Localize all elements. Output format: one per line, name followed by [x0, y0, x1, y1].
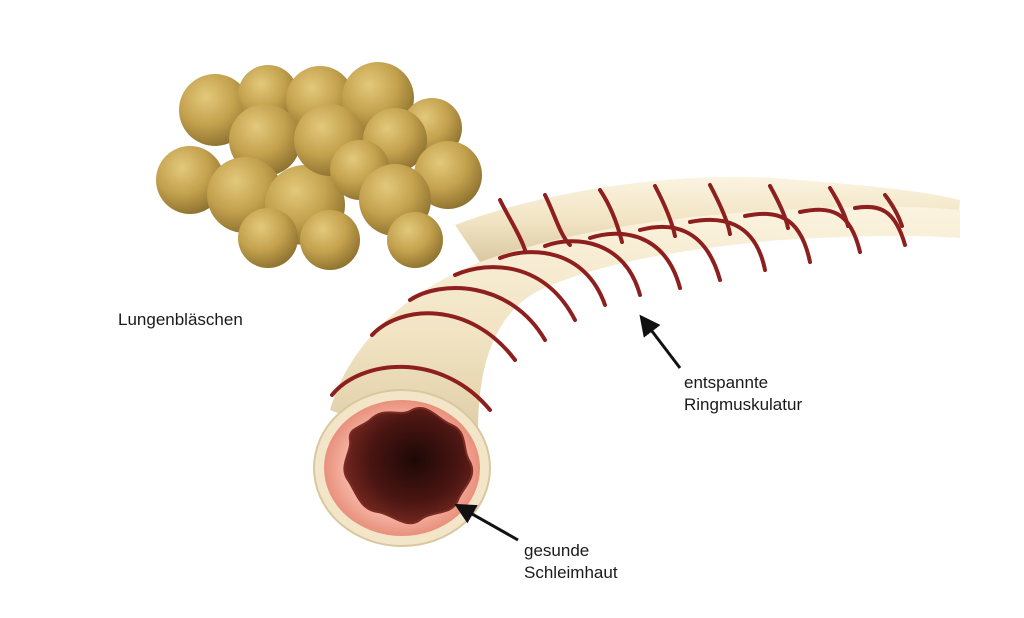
ring-muscle-bands [330, 183, 907, 412]
muscle-arrow [639, 314, 682, 369]
ring-muscle-label-line1: entspannte [684, 373, 769, 392]
ring-muscle-label-line2: Ringmuskulatur [684, 395, 803, 414]
alveoli-label-text: Lungenbläschen [118, 310, 243, 329]
mucosa-arrow [454, 503, 519, 542]
alveoli-cluster [156, 62, 482, 270]
mucosa-label: gesunde Schleimhaut [524, 540, 618, 584]
pointer-arrows [454, 314, 682, 542]
mucosa-label-line1: gesunde [524, 541, 590, 560]
ring-muscle-label: entspannte Ringmuskulatur [684, 372, 802, 416]
cross-section [324, 400, 480, 536]
mucosa-label-line2: Schleimhaut [524, 563, 618, 582]
alveoli-label: Lungenbläschen [118, 309, 243, 331]
lumen-opening [343, 407, 474, 525]
